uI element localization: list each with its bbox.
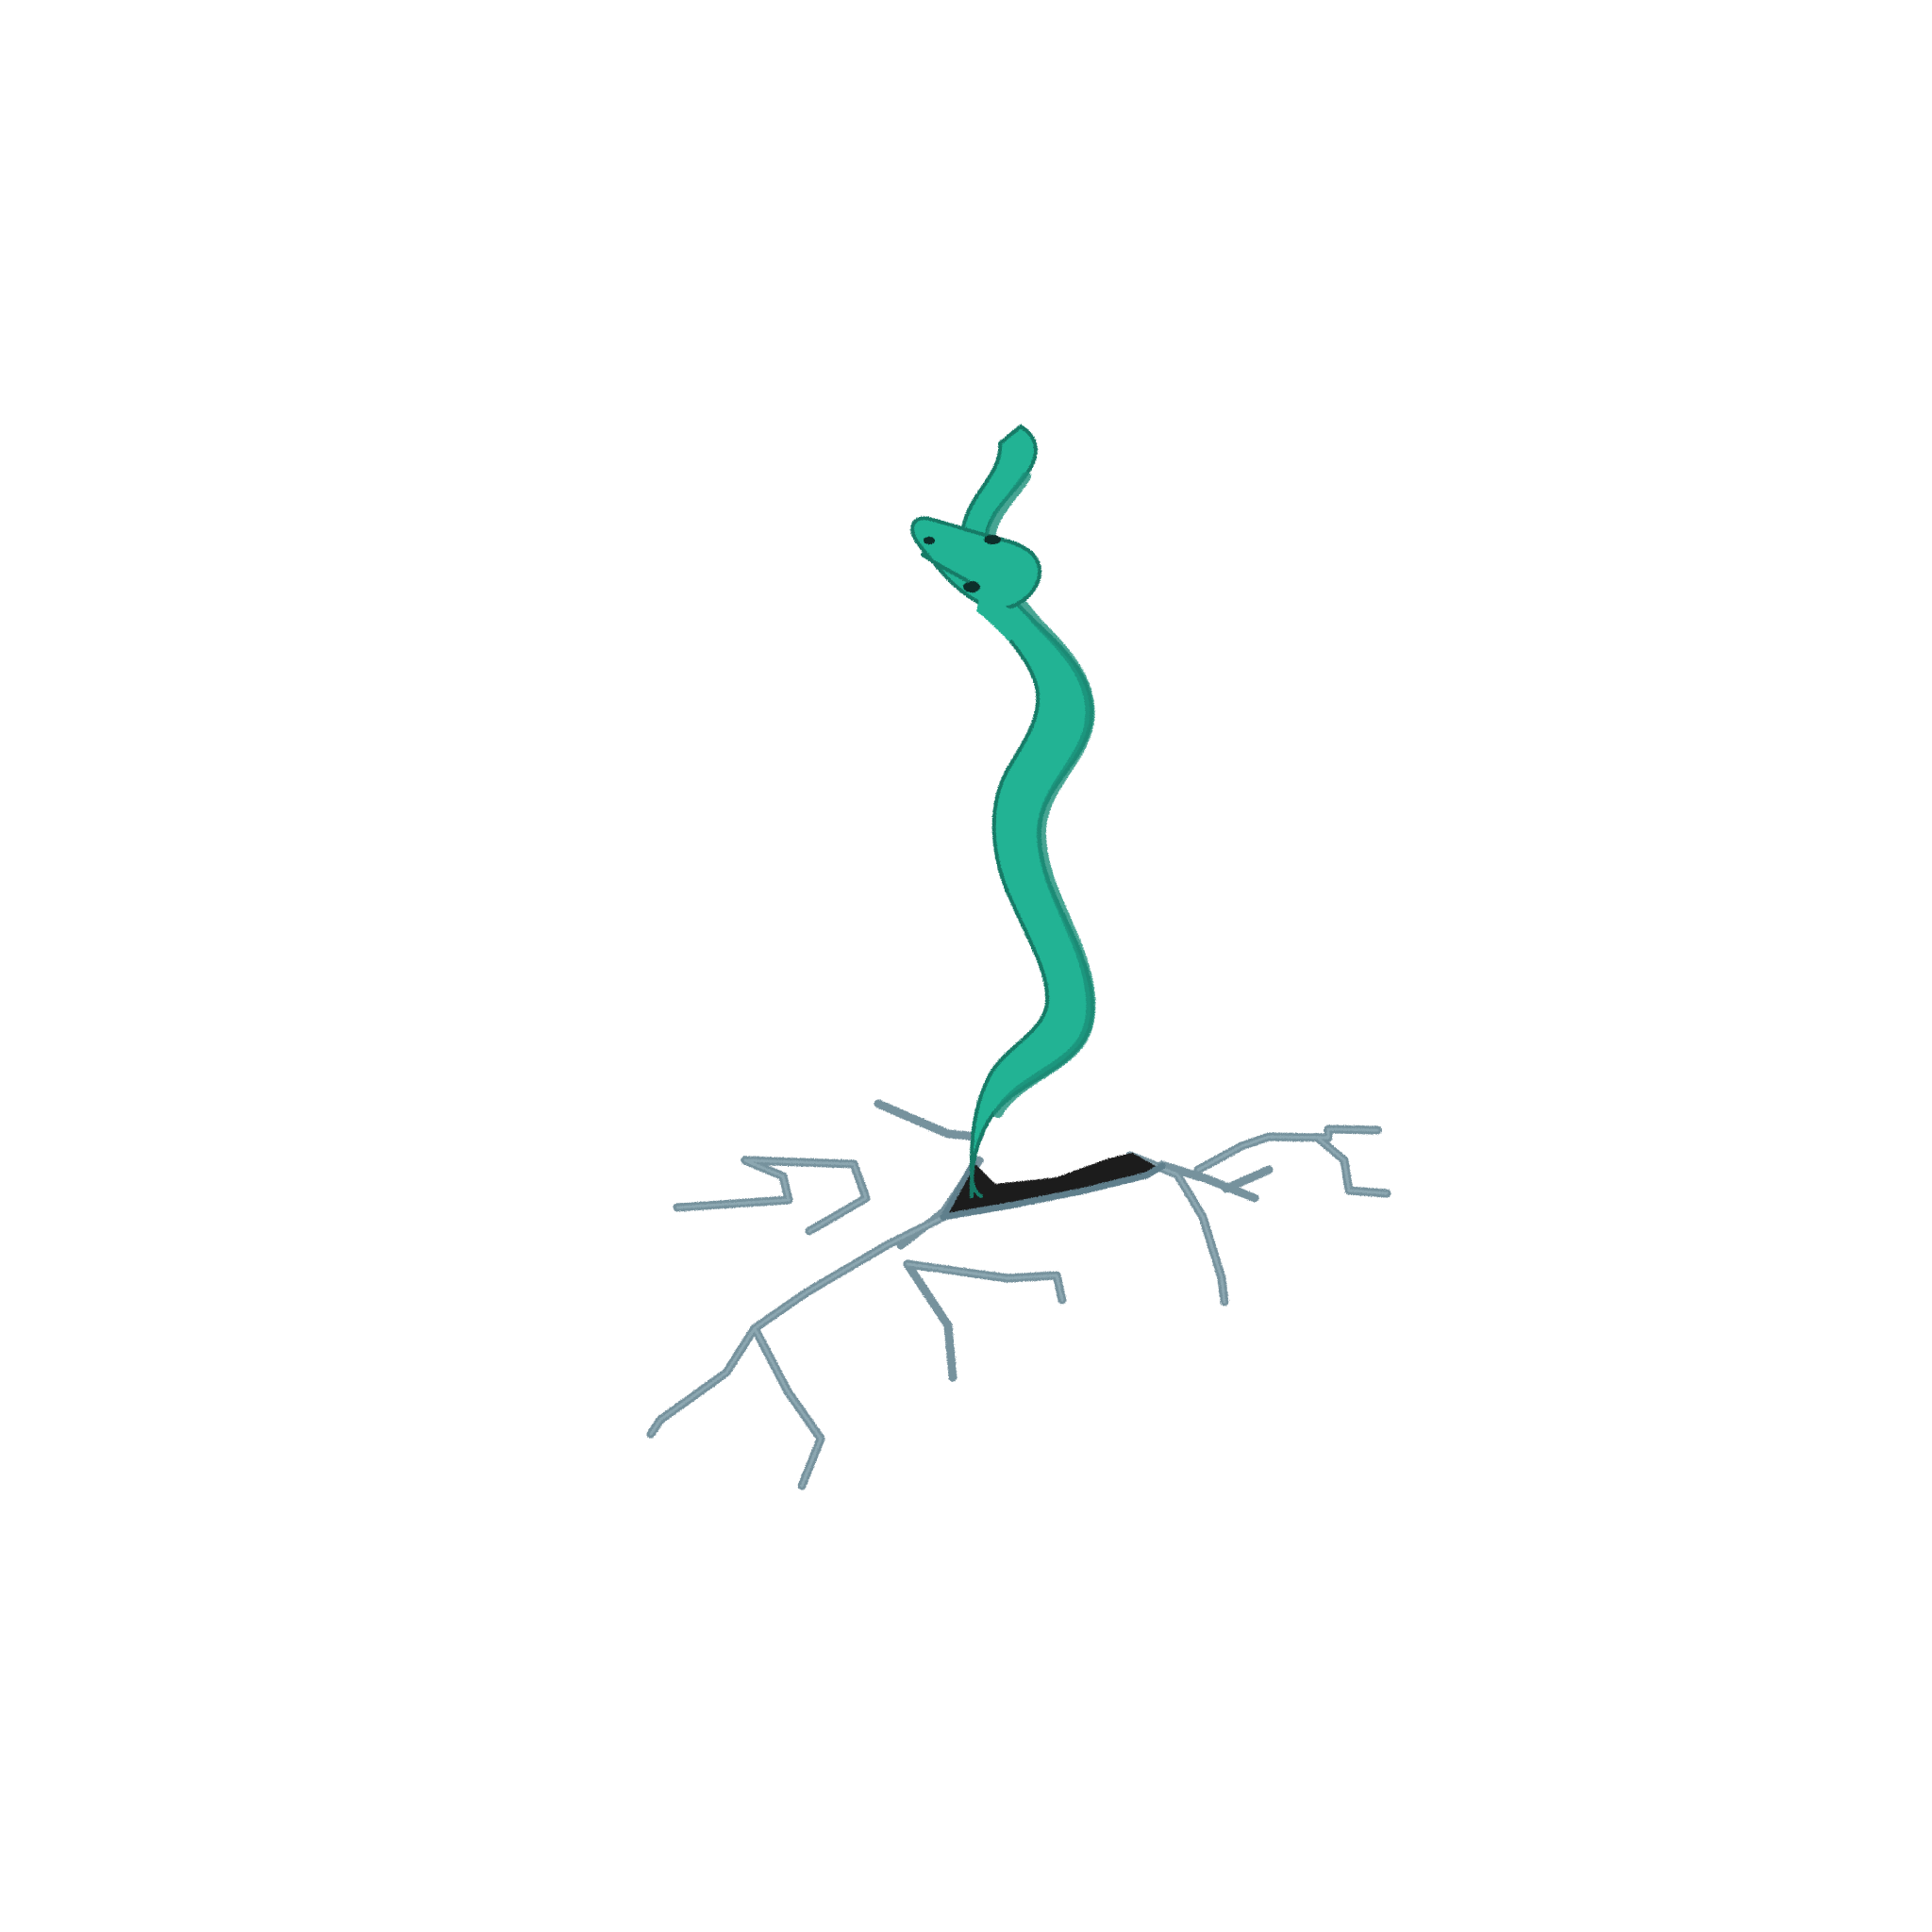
snake-eye bbox=[984, 535, 1001, 544]
snake-icon bbox=[910, 424, 1096, 1199]
burrow-hole-icon bbox=[940, 1153, 1166, 1221]
ground-crack-icon bbox=[646, 1099, 1391, 1491]
snake-nostril bbox=[924, 537, 935, 544]
snake-eye bbox=[963, 581, 980, 592]
